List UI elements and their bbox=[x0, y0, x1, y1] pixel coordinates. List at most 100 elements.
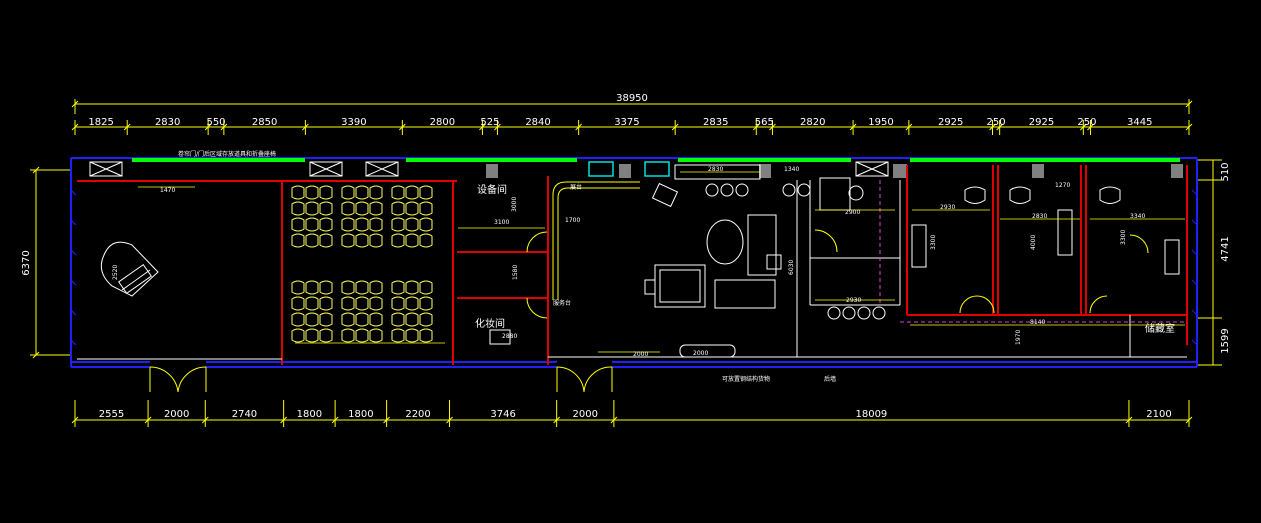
seat-icon bbox=[319, 280, 333, 295]
dim-2000-a: 2000 bbox=[633, 351, 648, 358]
seat-icon bbox=[405, 217, 419, 232]
seat-icon bbox=[305, 280, 319, 295]
dimension-slash bbox=[610, 416, 618, 424]
right-dimension-label-3: 1599 bbox=[1220, 328, 1231, 353]
dimension-slash bbox=[1087, 123, 1094, 131]
left-dimension-label: 6370 bbox=[21, 250, 32, 275]
inner-dimension-lines bbox=[138, 171, 1185, 353]
dimension-label: 2740 bbox=[232, 409, 257, 420]
note-roller-door: 卷帘门/门后区域存放道具和折叠座椅 bbox=[178, 150, 276, 158]
dimension-slash bbox=[1185, 416, 1193, 424]
seat-icon bbox=[291, 233, 305, 248]
ceiling-lines bbox=[879, 180, 1187, 323]
piano-icon bbox=[100, 241, 159, 297]
dim-1270: 1270 bbox=[1055, 182, 1070, 189]
seat-icon bbox=[419, 296, 433, 311]
seat-icon bbox=[355, 312, 369, 327]
seat-icon bbox=[405, 312, 419, 327]
seat-icon bbox=[319, 185, 333, 200]
dimension-slash bbox=[1125, 416, 1133, 424]
dim-1470: 1470 bbox=[160, 187, 175, 194]
toilet-icons bbox=[964, 186, 1121, 204]
dimension-slash bbox=[71, 416, 79, 424]
note-steel-structure: 可放置钢结构货物 bbox=[722, 375, 770, 383]
seat-icon bbox=[369, 185, 383, 200]
seat-icon bbox=[355, 201, 369, 216]
dimension-label: 2800 bbox=[430, 117, 455, 128]
dimension-slash bbox=[280, 416, 287, 424]
dimension-slash bbox=[302, 123, 309, 131]
dimension-label: 3375 bbox=[614, 117, 639, 128]
right-dimension-line bbox=[1196, 159, 1222, 366]
dimension-label: 2100 bbox=[1146, 409, 1171, 420]
seat-icon bbox=[405, 185, 419, 200]
dim-2880: 2880 bbox=[502, 333, 517, 340]
note-back-wall: 后墙 bbox=[824, 375, 836, 383]
dimension-label: 2925 bbox=[1029, 117, 1054, 128]
seat-icon bbox=[341, 233, 355, 248]
dimension-slash bbox=[553, 416, 561, 424]
seat-icon bbox=[305, 233, 319, 248]
seat-icon bbox=[419, 328, 433, 343]
dimension-label: 2200 bbox=[405, 409, 430, 420]
seat-icon bbox=[369, 328, 383, 343]
wall-hatching bbox=[70, 189, 1198, 346]
seat-icon bbox=[419, 312, 433, 327]
audience-seats bbox=[291, 185, 433, 343]
dim-2930-b: 2930 bbox=[846, 297, 861, 304]
dimension-slash bbox=[905, 123, 913, 131]
columns bbox=[89, 161, 889, 177]
glass-panels bbox=[588, 161, 670, 177]
dim-2830-b: 2830 bbox=[1032, 213, 1047, 220]
dim-1340: 1340 bbox=[784, 166, 799, 173]
dimension-slash bbox=[479, 123, 486, 131]
seat-icon bbox=[391, 185, 405, 200]
dimension-label: 2925 bbox=[938, 117, 963, 128]
dim-8140: 8140 bbox=[1030, 319, 1045, 326]
dimension-slash bbox=[201, 416, 209, 424]
entrance-door-center[interactable] bbox=[556, 366, 613, 393]
dimension-label: 2840 bbox=[525, 117, 550, 128]
seat-icon bbox=[419, 201, 433, 216]
seat-icon bbox=[341, 296, 355, 311]
dim-1580: 1580 bbox=[512, 265, 519, 280]
dimension-slash bbox=[494, 123, 501, 131]
right-dimension-label-2: 4741 bbox=[1220, 236, 1231, 261]
dimension-label: 1950 bbox=[868, 117, 893, 128]
seat-icon bbox=[419, 233, 433, 248]
seat-icon bbox=[319, 233, 333, 248]
seat-icon bbox=[391, 233, 405, 248]
seat-icon bbox=[319, 296, 333, 311]
dimension-label: 525 bbox=[480, 117, 499, 128]
seat-icon bbox=[355, 280, 369, 295]
dimension-slash bbox=[752, 123, 760, 131]
seat-icon bbox=[369, 201, 383, 216]
interior-doors[interactable] bbox=[526, 229, 1149, 319]
seat-icon bbox=[291, 328, 305, 343]
dimension-slash bbox=[446, 416, 453, 424]
seat-icon bbox=[369, 217, 383, 232]
seat-icon bbox=[305, 296, 319, 311]
seat-icon bbox=[419, 185, 433, 200]
dimension-label: 250 bbox=[987, 117, 1006, 128]
dimension-label: 2850 bbox=[252, 117, 277, 128]
room-label-equipment: 设备间 bbox=[477, 183, 507, 196]
dimension-slash bbox=[71, 123, 79, 131]
note-service-desk: 服务台 bbox=[553, 299, 571, 307]
white-walls bbox=[77, 180, 1187, 360]
dimension-label: 1800 bbox=[348, 409, 373, 420]
sofa-set-icon bbox=[644, 182, 782, 309]
seat-icon bbox=[291, 312, 305, 327]
interior-walls bbox=[77, 165, 1188, 365]
note-display: 展台 bbox=[570, 183, 582, 191]
entrance-door-left[interactable] bbox=[149, 366, 207, 393]
seat-icon bbox=[391, 312, 405, 327]
dim-3100: 3100 bbox=[494, 219, 509, 226]
dimension-label: 3445 bbox=[1127, 117, 1152, 128]
seat-icon bbox=[369, 280, 383, 295]
dimension-slash bbox=[220, 123, 228, 131]
dimension-label: 1800 bbox=[297, 409, 322, 420]
seat-icon bbox=[355, 185, 369, 200]
